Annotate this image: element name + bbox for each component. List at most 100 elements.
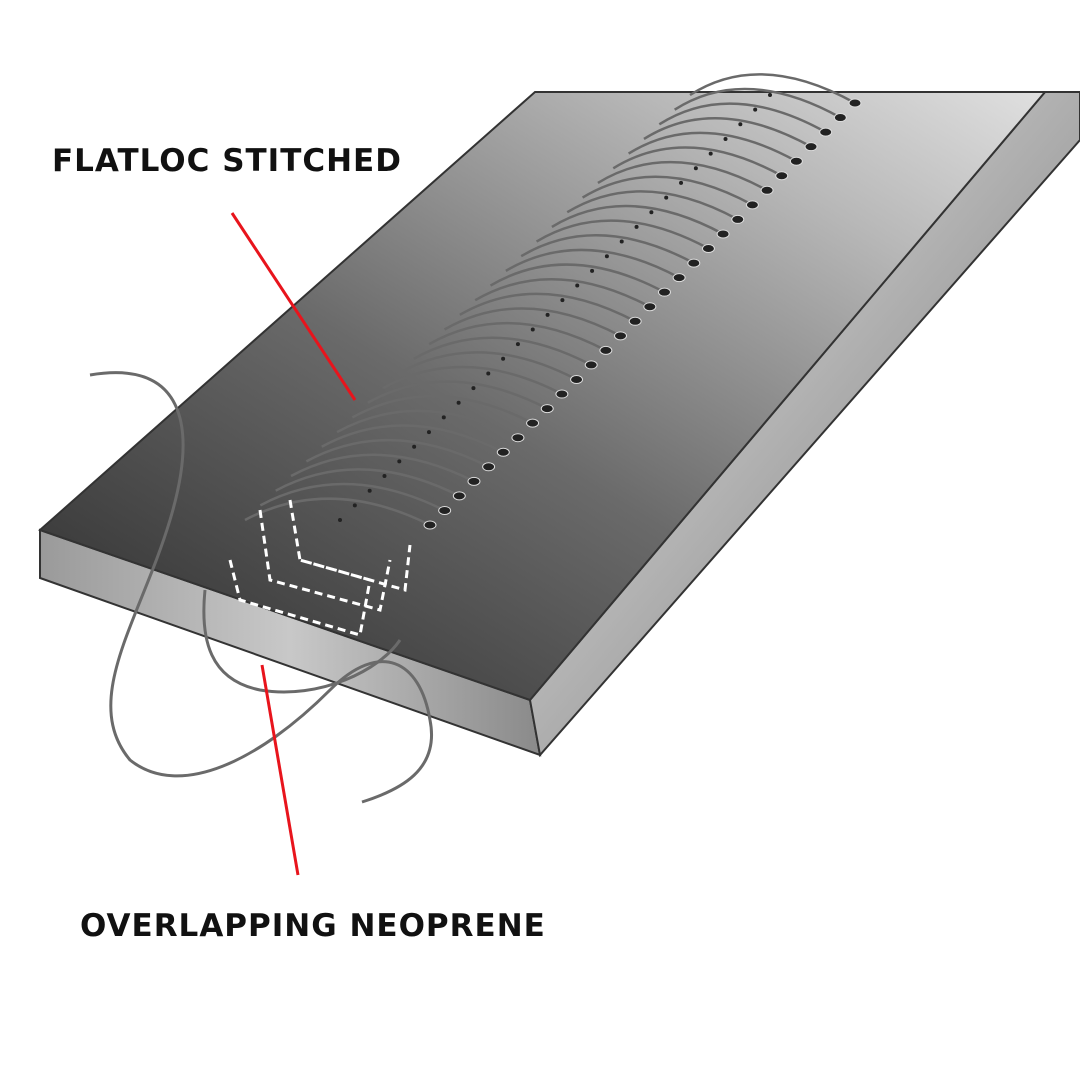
- center-stitch-dot: [382, 474, 387, 479]
- center-stitch-dot: [515, 342, 520, 347]
- stitch-hole: [614, 331, 628, 341]
- center-stitch-dot: [530, 327, 535, 332]
- stitch-hole: [672, 273, 686, 283]
- stitch-loop: [474, 278, 651, 308]
- stitch-loop: [643, 117, 812, 148]
- stitch-loop: [505, 248, 680, 279]
- stitch-loop: [305, 438, 490, 468]
- pointer-line-flatloc: [230, 212, 357, 401]
- stitch-loop: [459, 292, 636, 323]
- stitch-loop: [673, 87, 841, 119]
- label-flatloc-stitched: FLATLOC STITCHED: [52, 143, 402, 179]
- center-stitch-dot: [575, 283, 580, 288]
- stitch-loop: [351, 395, 534, 425]
- center-stitch-dot: [708, 151, 713, 156]
- center-stitch-dot: [397, 459, 402, 464]
- stitch-hole: [819, 127, 833, 137]
- center-stitch-dot: [693, 166, 698, 171]
- stitch-hole: [511, 433, 525, 443]
- stitch-hole: [584, 360, 598, 370]
- stitch-hole: [570, 374, 584, 384]
- center-stitch-dot: [486, 371, 491, 376]
- stitch-loop: [581, 175, 754, 206]
- stitch-hole: [833, 113, 847, 123]
- stitch-loop: [627, 131, 797, 163]
- center-stitch-dot: [738, 122, 743, 127]
- center-stitch-dot: [634, 224, 639, 229]
- stitch-loop: [520, 234, 695, 265]
- center-stitch-dot: [753, 107, 758, 112]
- stitch-loop: [290, 453, 475, 483]
- stitch-hole: [540, 404, 554, 414]
- stitch-hole: [467, 476, 481, 486]
- stitch-loop: [336, 409, 519, 439]
- center-stitch-dot: [501, 356, 506, 361]
- stitch-hole: [599, 345, 613, 355]
- stitch-hole: [452, 491, 466, 501]
- stitch-loop: [275, 468, 460, 498]
- stitch-loop: [597, 160, 768, 192]
- center-stitch-dot: [456, 400, 461, 405]
- center-stitch-dot: [426, 430, 431, 435]
- stitch-loop: [689, 73, 856, 105]
- stitch-hole: [848, 98, 862, 108]
- flatloc-stitches: [244, 73, 862, 530]
- stitch-hole: [701, 244, 715, 254]
- stitch-hole: [657, 287, 671, 297]
- center-stitch-dot: [649, 210, 654, 215]
- center-stitch-dot: [412, 444, 417, 449]
- center-stitch-dot: [441, 415, 446, 420]
- stitch-loop: [612, 146, 783, 177]
- center-stitch-dot: [471, 386, 476, 391]
- stitch-hole: [496, 447, 510, 457]
- stitch-hole: [687, 258, 701, 268]
- center-stitch-dot: [560, 298, 565, 303]
- stitch-loop: [321, 424, 504, 454]
- stitch-hole: [482, 462, 496, 472]
- stitch-loop: [443, 307, 622, 337]
- center-stitch-dot: [723, 136, 728, 141]
- stitch-loop: [382, 365, 563, 396]
- stitch-hole: [628, 316, 642, 326]
- stitch-loop: [566, 190, 739, 221]
- stitch-loop: [428, 321, 607, 352]
- stitch-hole: [716, 229, 730, 239]
- center-stitch-dot: [352, 503, 357, 508]
- stitch-hole: [438, 505, 452, 515]
- label-overlapping-neoprene: OVERLAPPING NEOPRENE: [80, 908, 546, 944]
- stitch-hole: [789, 156, 803, 166]
- center-stitch-dot: [590, 268, 595, 273]
- overlap-dashed-outline: [228, 499, 412, 637]
- stitch-loop: [244, 497, 431, 527]
- stitch-hole: [555, 389, 569, 399]
- stitch-hole: [731, 214, 745, 224]
- pointer-line-overlap: [260, 664, 300, 876]
- center-stitch-dot: [619, 239, 624, 244]
- stitch-loop: [259, 482, 446, 512]
- stitch-hole: [775, 171, 789, 181]
- stitch-loop: [367, 380, 548, 410]
- center-stitch-dot: [367, 488, 372, 493]
- center-stitch-dot: [768, 93, 772, 97]
- slab-top-face: [38, 91, 1048, 702]
- center-stitch-dot: [604, 254, 609, 259]
- stitch-loop: [397, 351, 578, 381]
- center-stitch-dot: [338, 518, 342, 522]
- stitch-loop: [551, 204, 724, 236]
- stitch-hole: [804, 142, 818, 152]
- center-stitch-dot: [679, 180, 684, 185]
- loose-thread-left: [89, 371, 433, 804]
- center-stitch-dot: [664, 195, 669, 200]
- stitch-hole: [745, 200, 759, 210]
- stitch-loop: [535, 219, 710, 250]
- loose-thread-right: [202, 589, 402, 694]
- stitch-hole: [526, 418, 540, 428]
- stitch-hole: [643, 302, 657, 312]
- center-stitch-dot: [545, 312, 550, 317]
- stitch-loop: [413, 336, 592, 367]
- stitch-hole: [760, 185, 774, 195]
- stitch-hole: [423, 520, 437, 530]
- stitch-loop: [658, 102, 827, 134]
